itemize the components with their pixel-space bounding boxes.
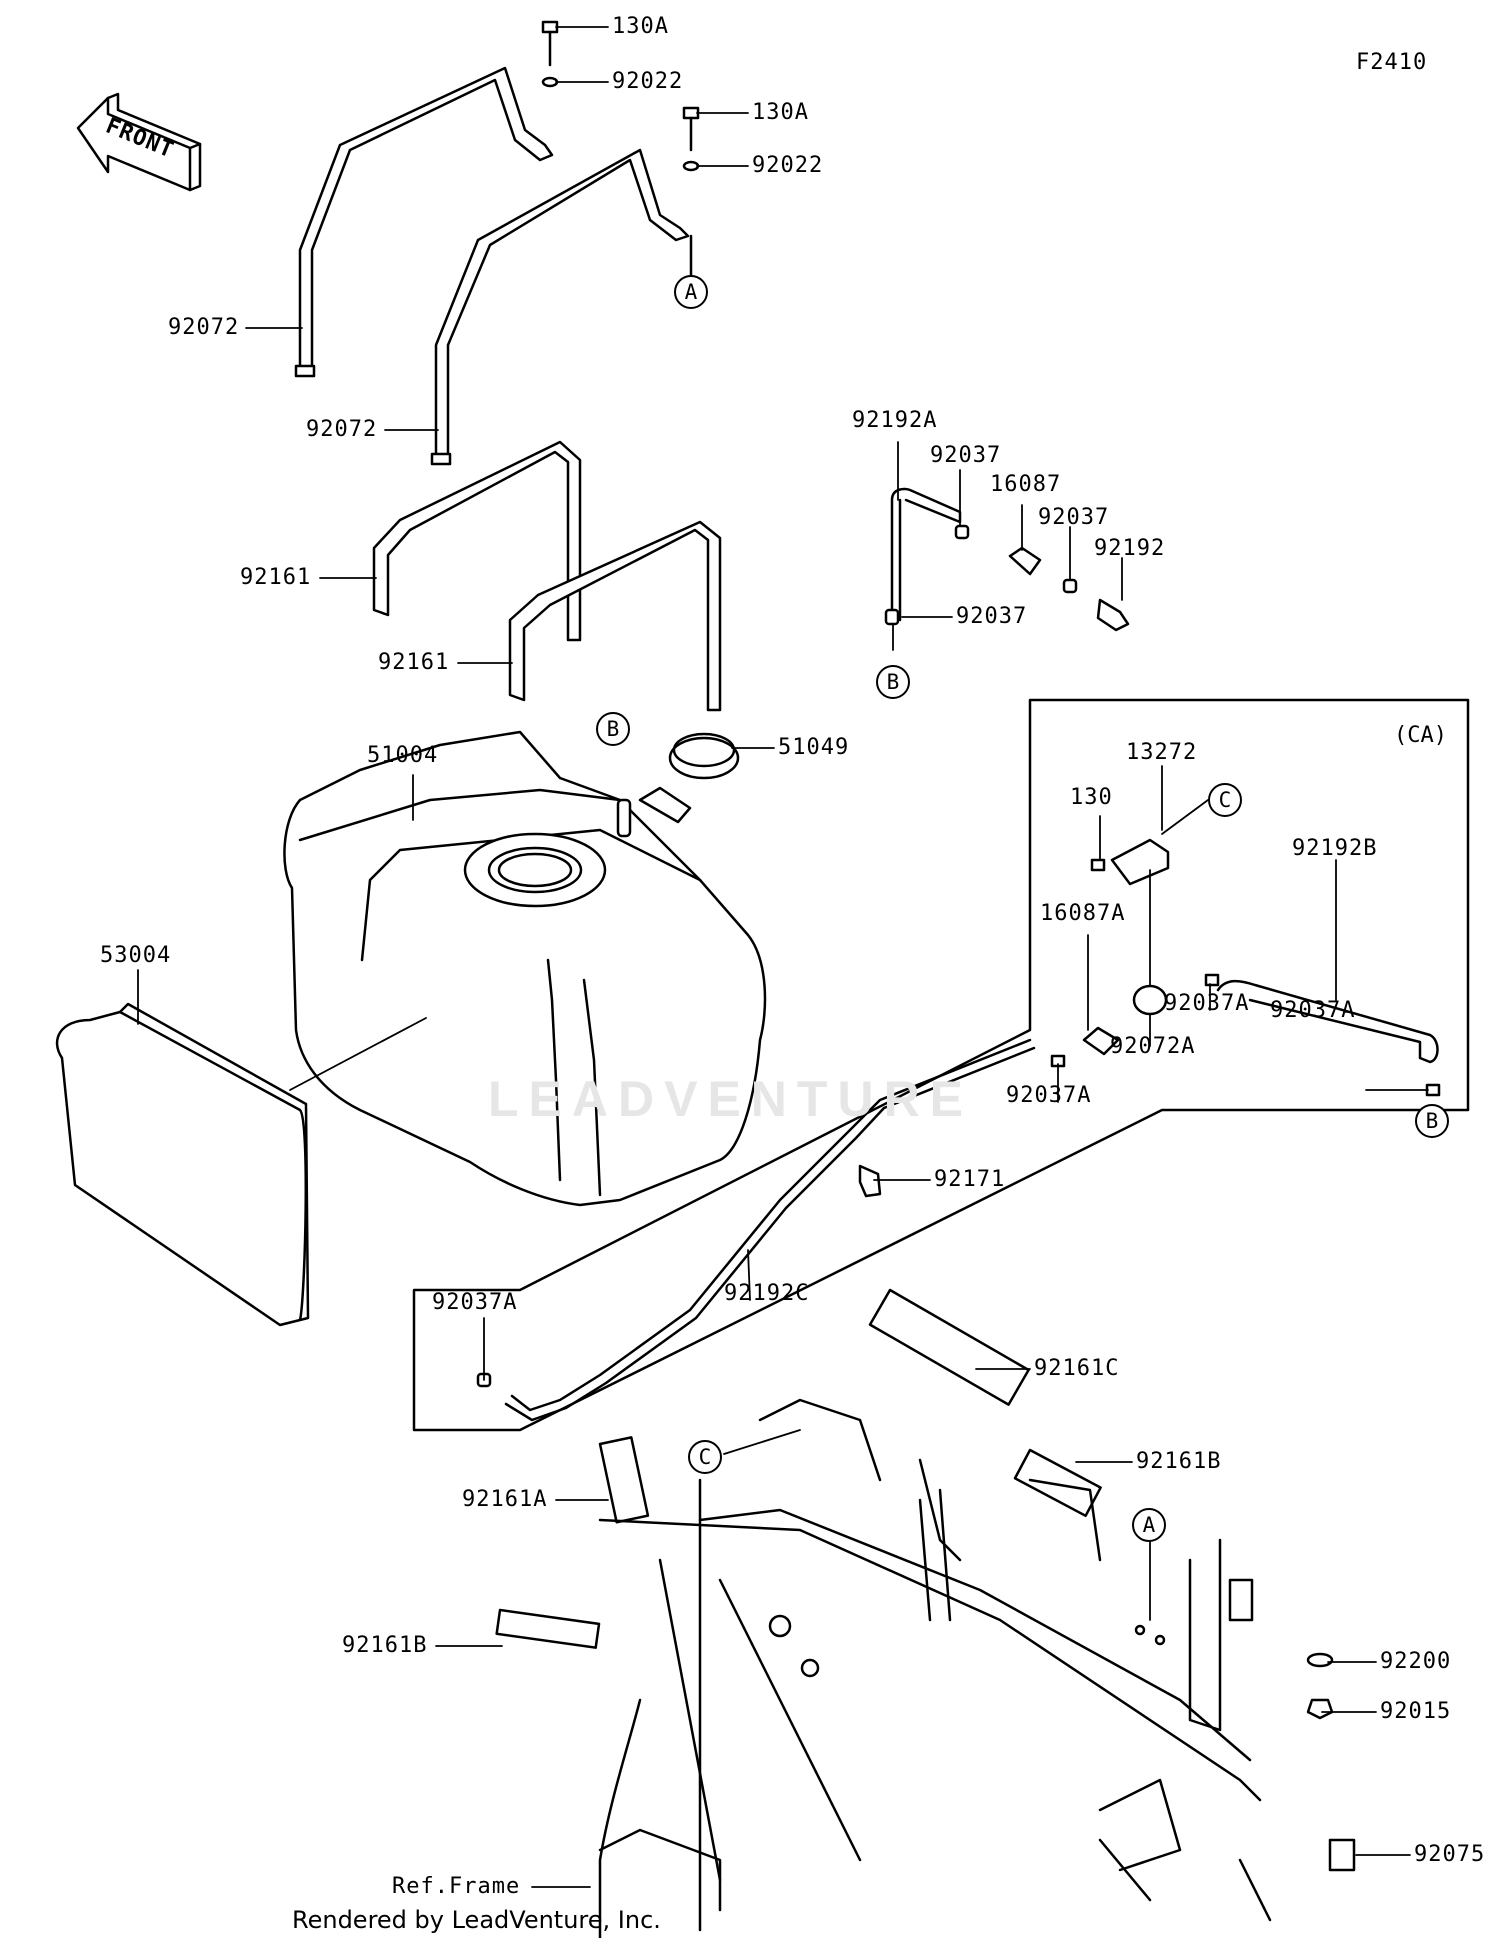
part-label: 16087 <box>990 472 1062 497</box>
fuel-tank-51004 <box>283 730 767 1207</box>
part-label: 92037 <box>1038 505 1110 530</box>
part-label: 92037A <box>432 1290 518 1315</box>
part-label: 92022 <box>752 153 824 178</box>
part-label: 92161B <box>342 1633 428 1658</box>
leader-lines <box>137 26 1429 1888</box>
watermark: LEADVENTURE <box>488 1071 974 1127</box>
part-label: 92161C <box>1034 1356 1120 1381</box>
part-label: 130A <box>612 14 669 39</box>
figure-id: F2410 <box>1356 50 1428 75</box>
bolt-130a-2 <box>682 106 700 277</box>
callout-c-ca: C <box>1208 783 1242 817</box>
ref-frame <box>598 1398 1356 1938</box>
front-arrow-icon <box>76 92 202 192</box>
part-label: 92192B <box>1292 836 1378 861</box>
part-label: 92075 <box>1414 1842 1486 1867</box>
part-label: 92037A <box>1164 991 1250 1016</box>
part-label: 92072A <box>1110 1034 1196 1059</box>
callout-b-hose: B <box>876 665 910 699</box>
part-label: 92037 <box>956 604 1028 629</box>
part-label: 92192 <box>1094 536 1166 561</box>
rubber-pad-92161-1 <box>372 440 582 642</box>
pad-92161b-1 <box>1013 1448 1102 1518</box>
part-label: 13272 <box>1126 740 1198 765</box>
part-label: 51004 <box>367 743 439 768</box>
callout-c-frame: C <box>688 1440 722 1474</box>
part-label: Ref.Frame <box>392 1874 521 1899</box>
part-label: 92171 <box>934 1167 1006 1192</box>
part-label: 92037A <box>1270 998 1356 1023</box>
ca-components <box>1050 838 1441 1097</box>
footer-credit: Rendered by LeadVenture, Inc. <box>292 1906 661 1934</box>
pad-92161b-2 <box>495 1608 601 1649</box>
callout-b-ca: B <box>1415 1104 1449 1138</box>
fuel-hose-92192c <box>476 1038 1036 1422</box>
part-label: 92015 <box>1380 1699 1452 1724</box>
part-label: 92072 <box>168 315 240 340</box>
tank-strap-upper-1 <box>294 66 554 378</box>
part-label: 92161B <box>1136 1449 1222 1474</box>
part-label: 130A <box>752 100 809 125</box>
part-label: 92200 <box>1380 1649 1452 1674</box>
part-label: 92037 <box>930 443 1002 468</box>
part-label: 16087A <box>1040 901 1126 926</box>
fuel-hose-group-upper <box>884 487 1130 632</box>
pad-92161a <box>598 1436 650 1524</box>
part-label: 92161A <box>462 1487 548 1512</box>
part-label: 92037A <box>1006 1083 1092 1108</box>
callout-b-tank: B <box>596 712 630 746</box>
part-label: 92161 <box>378 650 450 675</box>
pad-92161c <box>868 1288 1030 1406</box>
ca-variant-label: (CA) <box>1394 723 1447 748</box>
rubber-pad-92161-2 <box>508 520 722 712</box>
insulator-pad-53004 <box>55 1002 310 1327</box>
fuel-cap-51049 <box>668 732 740 780</box>
tank-strap-upper-2 <box>430 148 690 466</box>
callout-a-frame: A <box>1132 1508 1166 1542</box>
part-label: 53004 <box>100 943 172 968</box>
part-label: 130 <box>1070 785 1113 810</box>
part-label: 92022 <box>612 69 684 94</box>
bolt-130a-1 <box>541 20 559 88</box>
ca-variant-box <box>412 698 1470 1432</box>
part-label: 92072 <box>306 417 378 442</box>
part-label: 92192C <box>724 1281 810 1306</box>
part-label: 51049 <box>778 735 850 760</box>
part-label: 92161 <box>240 565 312 590</box>
callout-a-upper: A <box>674 275 708 309</box>
part-label: 92192A <box>852 408 938 433</box>
